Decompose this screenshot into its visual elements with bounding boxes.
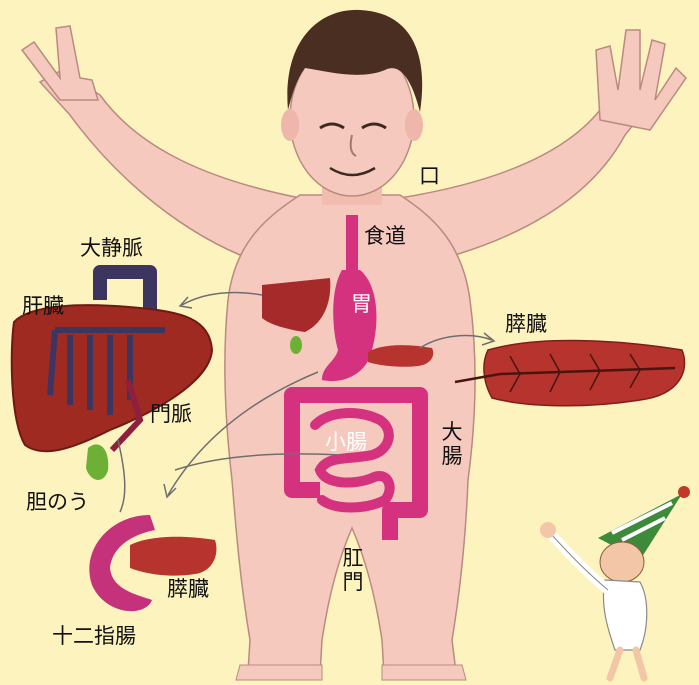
cartoon-character (540, 486, 690, 678)
label-portal-vein: 門脈 (150, 404, 192, 425)
label-vena-cava: 大静脈 (80, 238, 143, 259)
internal-gallbladder (290, 336, 302, 354)
label-pancreas-detail: 膵臓 (167, 579, 209, 600)
label-duodenum: 十二指腸 (52, 626, 136, 647)
label-stomach: 胃 (351, 294, 372, 315)
pancreas-right-detail (455, 341, 685, 406)
esophagus-shape (346, 215, 358, 275)
gallbladder-detail (86, 444, 108, 480)
label-large-intestine: 大腸 (441, 420, 463, 468)
label-mouth: 口 (419, 166, 440, 187)
label-pancreas-right: 膵臓 (505, 314, 547, 335)
pancreas-detail-shape (130, 537, 216, 576)
left-foot (236, 665, 322, 680)
right-foot (382, 665, 466, 680)
character-head (600, 542, 644, 582)
left-hand (22, 26, 98, 100)
label-small-intestine: 小腸 (325, 432, 367, 453)
label-anus: 肛門 (342, 546, 364, 594)
character-hand (540, 522, 556, 538)
left-ear (281, 109, 299, 141)
label-gallbladder: 胆のう (26, 492, 89, 513)
gallbladder-line (118, 440, 125, 512)
internal-pancreas (368, 345, 433, 367)
right-hand (596, 30, 686, 130)
label-liver: 肝臓 (22, 296, 64, 317)
character-legs (610, 650, 644, 678)
right-ear (405, 109, 423, 141)
character-pompom (678, 486, 690, 498)
label-esophagus: 食道 (364, 226, 406, 247)
